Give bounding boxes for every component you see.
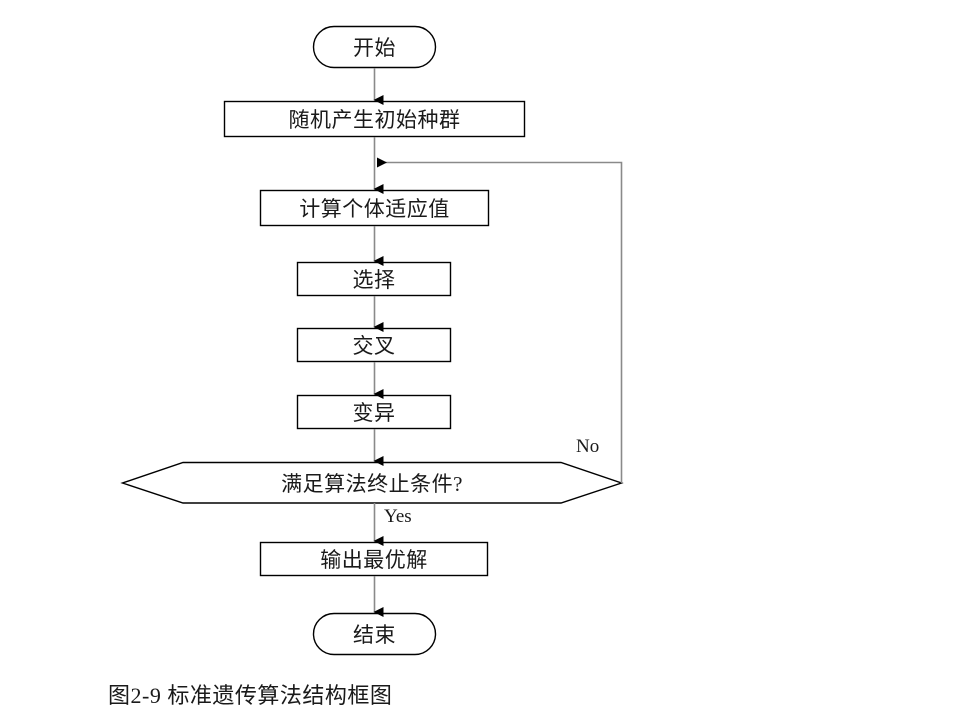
node-label-mutation: 变异 — [352, 401, 396, 425]
node-shape-init-population[interactable] — [223, 100, 526, 138]
node-shape-start[interactable] — [312, 25, 437, 69]
node-label-start: 开始 — [353, 36, 396, 60]
connector-check-loop-to-fitness — [377, 157, 623, 483]
node-label-output-best: 输出最优解 — [320, 548, 428, 572]
node-shape-crossover[interactable] — [296, 327, 452, 363]
node-label-termination-check: 满足算法终止条件? — [281, 471, 463, 496]
node-label-fitness: 计算个体适应值 — [299, 197, 450, 221]
figure-caption: 图2-9 标准遗传算法结构框图 — [108, 683, 393, 708]
edge-label-no: No — [576, 436, 600, 457]
node-shape-output-best[interactable] — [259, 541, 489, 577]
node-shape-selection[interactable] — [296, 261, 452, 297]
node-shape-termination-check[interactable] — [120, 461, 624, 504]
node-label-end: 结束 — [353, 623, 396, 647]
node-label-crossover: 交叉 — [352, 334, 396, 358]
node-label-init-population: 随机产生初始种群 — [288, 108, 461, 132]
node-label-selection: 选择 — [352, 268, 396, 292]
edge-label-yes: Yes — [384, 506, 412, 527]
